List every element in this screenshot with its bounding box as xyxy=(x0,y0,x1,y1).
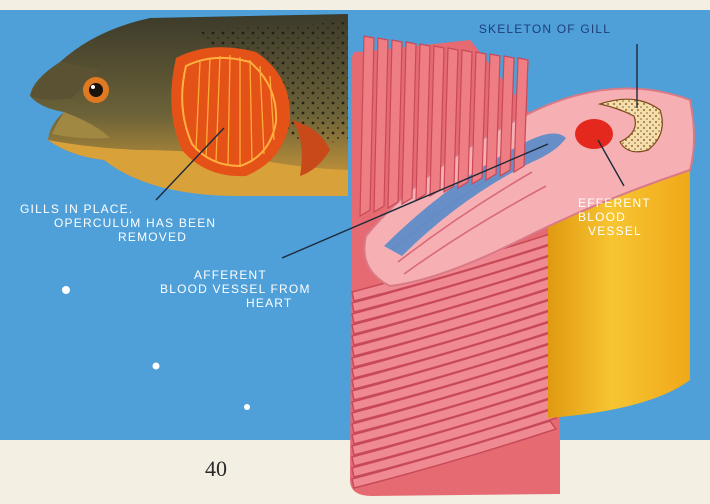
afferent-blood-vessel-label: AFFERENT BLOOD VESSEL FROM HEART xyxy=(160,268,360,310)
gills-in-place-label: GILLS IN PLACE. OPERCULUM HAS BEEN REMOV… xyxy=(10,202,268,244)
efferent-line-3: VESSEL xyxy=(578,224,678,238)
gills-in-place-line-3: REMOVED xyxy=(10,230,268,244)
efferent-blood-vessel-label: EFFERENT BLOOD VESSEL xyxy=(578,196,678,238)
afferent-line-1: AFFERENT xyxy=(160,268,360,282)
afferent-line-2: BLOOD VESSEL FROM xyxy=(160,282,360,296)
gills-in-place-line-1: GILLS IN PLACE. xyxy=(10,202,268,216)
efferent-line-1: EFFERENT xyxy=(578,196,678,210)
page-number: 40 xyxy=(196,456,236,482)
skeleton-of-gill-label: SKELETON OF GILL xyxy=(456,22,634,36)
afferent-line-3: HEART xyxy=(160,296,360,310)
efferent-line-2: BLOOD xyxy=(578,210,678,224)
gills-in-place-line-2: OPERCULUM HAS BEEN xyxy=(10,216,268,230)
